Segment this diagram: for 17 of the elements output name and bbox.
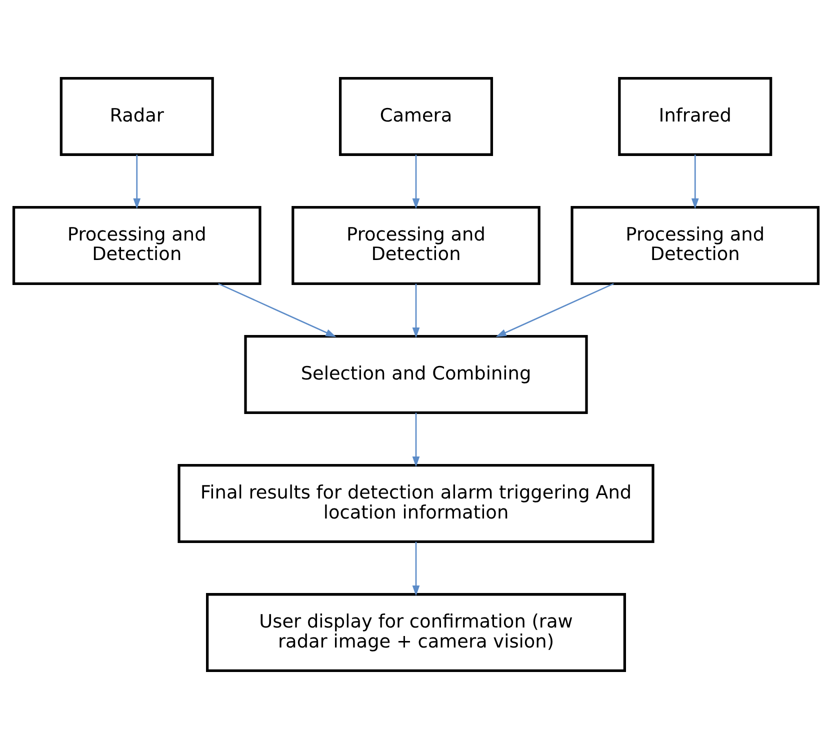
node-box: Processing and Detection	[570, 205, 820, 284]
arrow	[218, 282, 336, 337]
arrow	[412, 412, 420, 467]
node-box: Processing and Detection	[12, 205, 262, 284]
arrow	[133, 154, 141, 208]
arrow	[412, 154, 420, 208]
arrow	[412, 283, 420, 338]
node-box: Processing and Detection	[292, 205, 540, 284]
arrow	[691, 154, 699, 208]
node-box: Final results for detection alarm triggering And location information	[178, 464, 654, 543]
node-box: Infrared	[618, 76, 772, 156]
node-box: Selection and Combining	[244, 334, 588, 414]
node-box: Radar	[60, 76, 214, 156]
arrow	[496, 282, 614, 337]
arrow	[412, 541, 420, 596]
node-box: Camera	[338, 76, 494, 156]
node-box: User display for confirmation (raw radar image + camera vision)	[206, 592, 626, 672]
